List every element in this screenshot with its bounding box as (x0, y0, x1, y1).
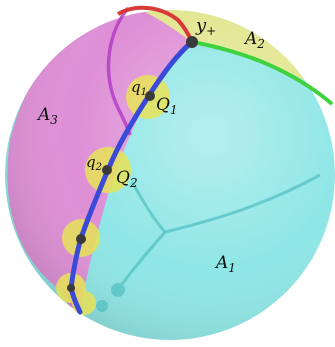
label-a1: A1 (214, 253, 236, 275)
point-y-plus (186, 36, 198, 48)
label-a2: A2 (243, 29, 265, 51)
label-q2-small: q2 (86, 153, 102, 173)
label-q1-small: q1 (131, 78, 147, 98)
label-y-plus: y+ (195, 15, 216, 38)
boundary-points (67, 36, 198, 292)
label-Q2: Q2 (116, 168, 138, 190)
green-boundary (191, 40, 334, 106)
point-3 (76, 234, 86, 244)
label-Q1: Q1 (156, 95, 178, 117)
junction-line-left (130, 181, 167, 233)
point-q2 (102, 165, 112, 175)
junction-line-right (164, 173, 321, 234)
sphere-regions (5, 10, 335, 340)
back-point (111, 283, 125, 297)
point-4 (67, 284, 75, 292)
sphere-shading (5, 10, 335, 340)
back-junction-lines (96, 173, 321, 312)
back-point (96, 300, 108, 312)
label-a3: A3 (36, 105, 58, 127)
red-boundary (116, 5, 194, 43)
point-q1 (145, 91, 155, 101)
